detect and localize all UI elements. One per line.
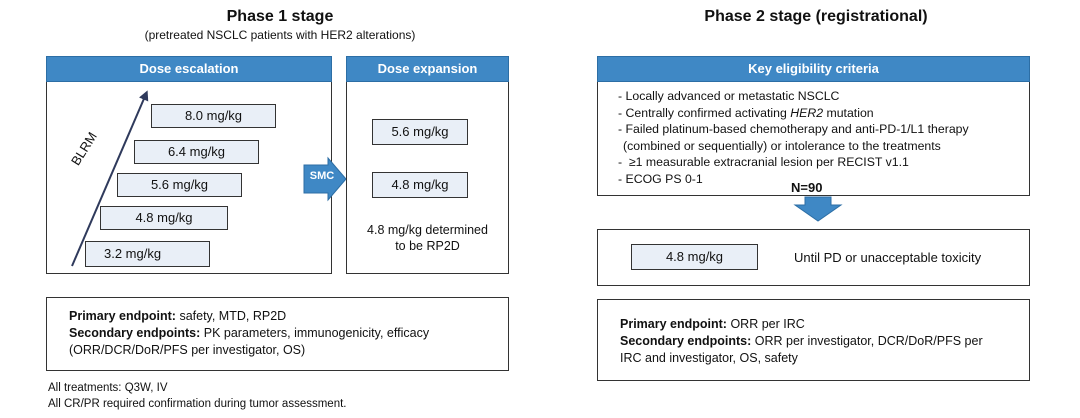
criterion-5: - ECOG PS 0-1 [618,171,703,186]
criterion-3-cont: (combined or sequentially) or intoleranc… [623,138,941,153]
escalation-dose-3: 5.6 mg/kg [117,173,242,197]
p2-primary-label: Primary endpoint: [620,317,727,331]
dose-expansion-header: Dose expansion [346,56,509,82]
expansion-dose-1: 5.6 mg/kg [372,119,468,145]
escalation-dose-4: 4.8 mg/kg [100,206,228,230]
smc-arrow-icon [303,156,347,202]
p2-secondary-text2: IRC and investigator, OS, safety [620,351,798,365]
criterion-3: - Failed platinum-based chemotherapy and… [618,122,969,137]
p1-primary-label: Primary endpoint: [69,309,176,323]
eligibility-header: Key eligibility criteria [597,56,1030,82]
footnotes: All treatments: Q3W, IV All CR/PR requir… [48,380,346,412]
dose-escalation-header: Dose escalation [46,56,332,82]
phase2-duration: Until PD or unacceptable toxicity [794,250,982,265]
phase2-dose: 4.8 mg/kg [631,244,758,270]
criterion-4: - ≥1 measurable extracranial lesion per … [618,155,909,170]
escalation-dose-1: 8.0 mg/kg [151,104,276,128]
rp2d-note-line1: 4.8 mg/kg determined [367,223,488,237]
p2-secondary-label: Secondary endpoints: [620,334,752,348]
n-label: N=90 [791,180,823,195]
rp2d-note: 4.8 mg/kg determined to be RP2D [346,222,509,254]
p2-primary-text: ORR per IRC [726,317,805,331]
phase1-subtitle: (pretreated NSCLC patients with HER2 alt… [144,28,416,42]
p1-primary-text: safety, MTD, RP2D [175,309,287,323]
dose-escalation-panel: Dose escalation [46,56,332,274]
footnote-2: All CR/PR required confirmation during t… [48,398,347,410]
escalation-dose-2: 6.4 mg/kg [134,140,259,164]
expansion-dose-2: 4.8 mg/kg [372,172,468,198]
eligibility-panel: Key eligibility criteria - Locally advan… [597,56,1030,196]
p1-secondary-text: PK parameters, immunogenicity, efficacy [200,326,430,340]
phase1-title: Phase 1 stage [226,8,334,25]
down-arrow-icon [793,196,843,222]
eligibility-list: - Locally advanced or metastatic NSCLC -… [598,82,1029,188]
blrm-arrow-icon [71,90,149,267]
p2-secondary-text: ORR per investigator, DCR/DoR/PFS per [751,334,983,348]
phase1-endpoints-box: Primary endpoint: safety, MTD, RP2D Seco… [46,297,509,371]
escalation-dose-5: 3.2 mg/kg [85,241,210,267]
criterion-1: - Locally advanced or metastatic NSCLC [618,89,840,103]
footnote-1: All treatments: Q3W, IV [48,382,168,394]
p1-secondary-text2: (ORR/DCR/DoR/PFS per investigator, OS) [69,343,306,357]
dose-expansion-panel: Dose expansion [346,56,509,274]
smc-label: SMC [309,170,335,182]
rp2d-note-line2: to be RP2D [395,239,460,253]
phase2-endpoints-box: Primary endpoint: ORR per IRC Secondary … [597,299,1030,381]
criterion-2: - Centrally confirmed activating HER2 mu… [618,105,874,120]
phase2-title: Phase 2 stage (registrational) [704,8,928,25]
p1-secondary-label: Secondary endpoints: [69,326,201,340]
